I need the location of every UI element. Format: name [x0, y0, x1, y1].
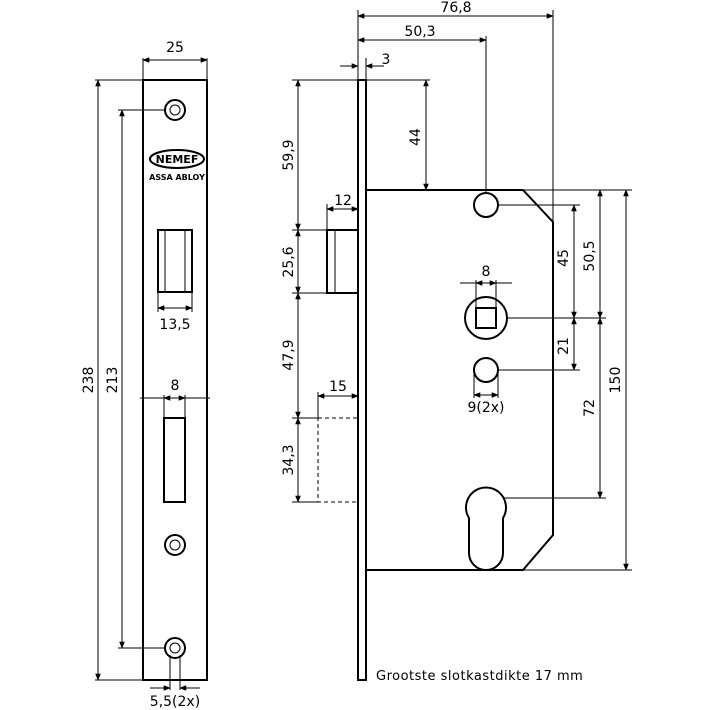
- case-top-hole: [473, 192, 499, 218]
- case-lower-hole: [473, 357, 499, 383]
- spindle-follower: [464, 296, 508, 340]
- dim-case-height: 150: [608, 367, 624, 394]
- faceplate-outline: [142, 79, 208, 681]
- dim-spindle-square: 8: [482, 264, 491, 280]
- cylinder-hole: [465, 486, 507, 571]
- dim-latch-height: 25,6: [281, 246, 297, 277]
- dim-latch-top: 59,9: [281, 139, 297, 170]
- top-screw-hole: [164, 99, 186, 121]
- faceplate-dimensions: 25 238 213 13,5 8 5,5(2x): [81, 40, 210, 710]
- dim-21: 21: [556, 337, 572, 355]
- faceplate-edge: [357, 79, 367, 681]
- faceplate-front-view: NEMEF ASSA ABLOY: [142, 79, 208, 681]
- footnote-case-thickness: Grootste slotkastdikte 17 mm: [376, 669, 583, 684]
- logo-sub-text: ASSA ABLOY: [149, 173, 205, 182]
- dim-screw-hole: 5,5(2x): [150, 694, 200, 710]
- dim-faceplate-height: 238: [81, 367, 97, 394]
- middle-screw-hole: [164, 534, 186, 556]
- nemef-logo: NEMEF ASSA ABLOY: [149, 149, 205, 182]
- dim-screw-spacing: 213: [105, 367, 121, 394]
- dim-45: 45: [556, 249, 572, 267]
- lock-case: [366, 189, 554, 571]
- dim-latch-to-bolt: 47,9: [281, 339, 297, 370]
- bolt-opening: [163, 417, 186, 503]
- lock-side-view: [317, 79, 554, 681]
- dim-fixing-holes: 9(2x): [467, 400, 504, 416]
- dim-bolt-height: 34,3: [281, 444, 297, 475]
- latch-opening: [157, 229, 193, 293]
- dim-total-depth: 76,8: [440, 0, 471, 16]
- logo-brand-text: NEMEF: [156, 153, 199, 166]
- dim-plate-thickness: 3: [382, 52, 391, 68]
- dim-72: 72: [582, 399, 598, 417]
- dim-bolt-width: 8: [171, 378, 180, 394]
- dead-bolt: [317, 417, 359, 503]
- side-view-dimensions: 76,8 50,3 3 44 59,9 25,6 47,9 34,3 12: [281, 0, 632, 571]
- dim-backset: 50,3: [404, 24, 435, 40]
- bottom-screw-hole: [164, 637, 186, 659]
- dim-latch-width: 13,5: [159, 317, 190, 333]
- latch-bolt: [326, 229, 359, 294]
- dim-latch-projection: 12: [334, 193, 352, 209]
- dim-bolt-projection: 15: [329, 379, 347, 395]
- dim-top-offset: 44: [408, 128, 424, 146]
- dim-50-5: 50,5: [582, 240, 598, 271]
- dim-faceplate-width: 25: [166, 40, 184, 56]
